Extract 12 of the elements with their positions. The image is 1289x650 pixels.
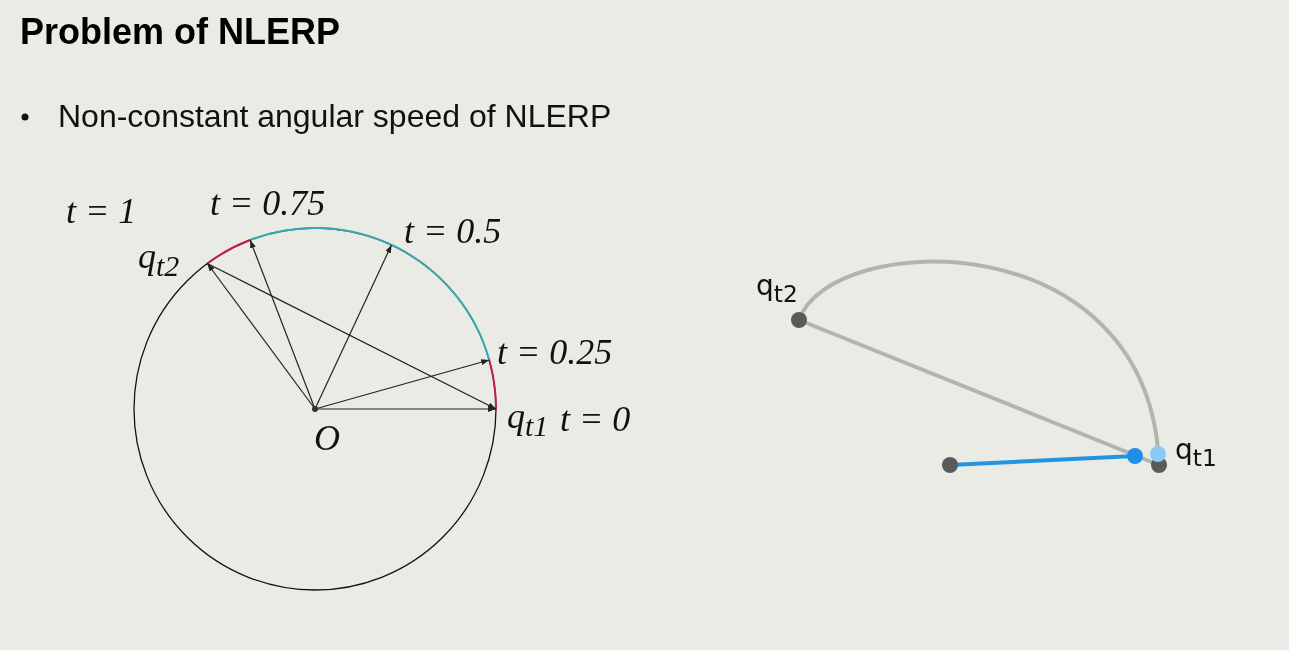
point-label: q$_{t2}$ bbox=[756, 272, 798, 306]
math-label: t = 0.75 bbox=[210, 185, 326, 221]
point-label: q$_{t1}$ bbox=[1175, 436, 1217, 470]
math-label: t = 0.25 bbox=[497, 334, 613, 370]
math-label: t = 0.5 bbox=[404, 213, 502, 249]
math-label: t = 0 bbox=[560, 401, 631, 437]
bullet-text: Non-constant angular speed of NLERP bbox=[58, 100, 612, 132]
origin-label: O bbox=[314, 420, 340, 456]
math-label: t = 1 bbox=[66, 193, 137, 229]
math-label: q$_{t1}$ bbox=[507, 398, 549, 442]
slide-title: Problem of NLERP bbox=[20, 14, 341, 50]
math-label: q$_{t2}$ bbox=[138, 238, 180, 282]
